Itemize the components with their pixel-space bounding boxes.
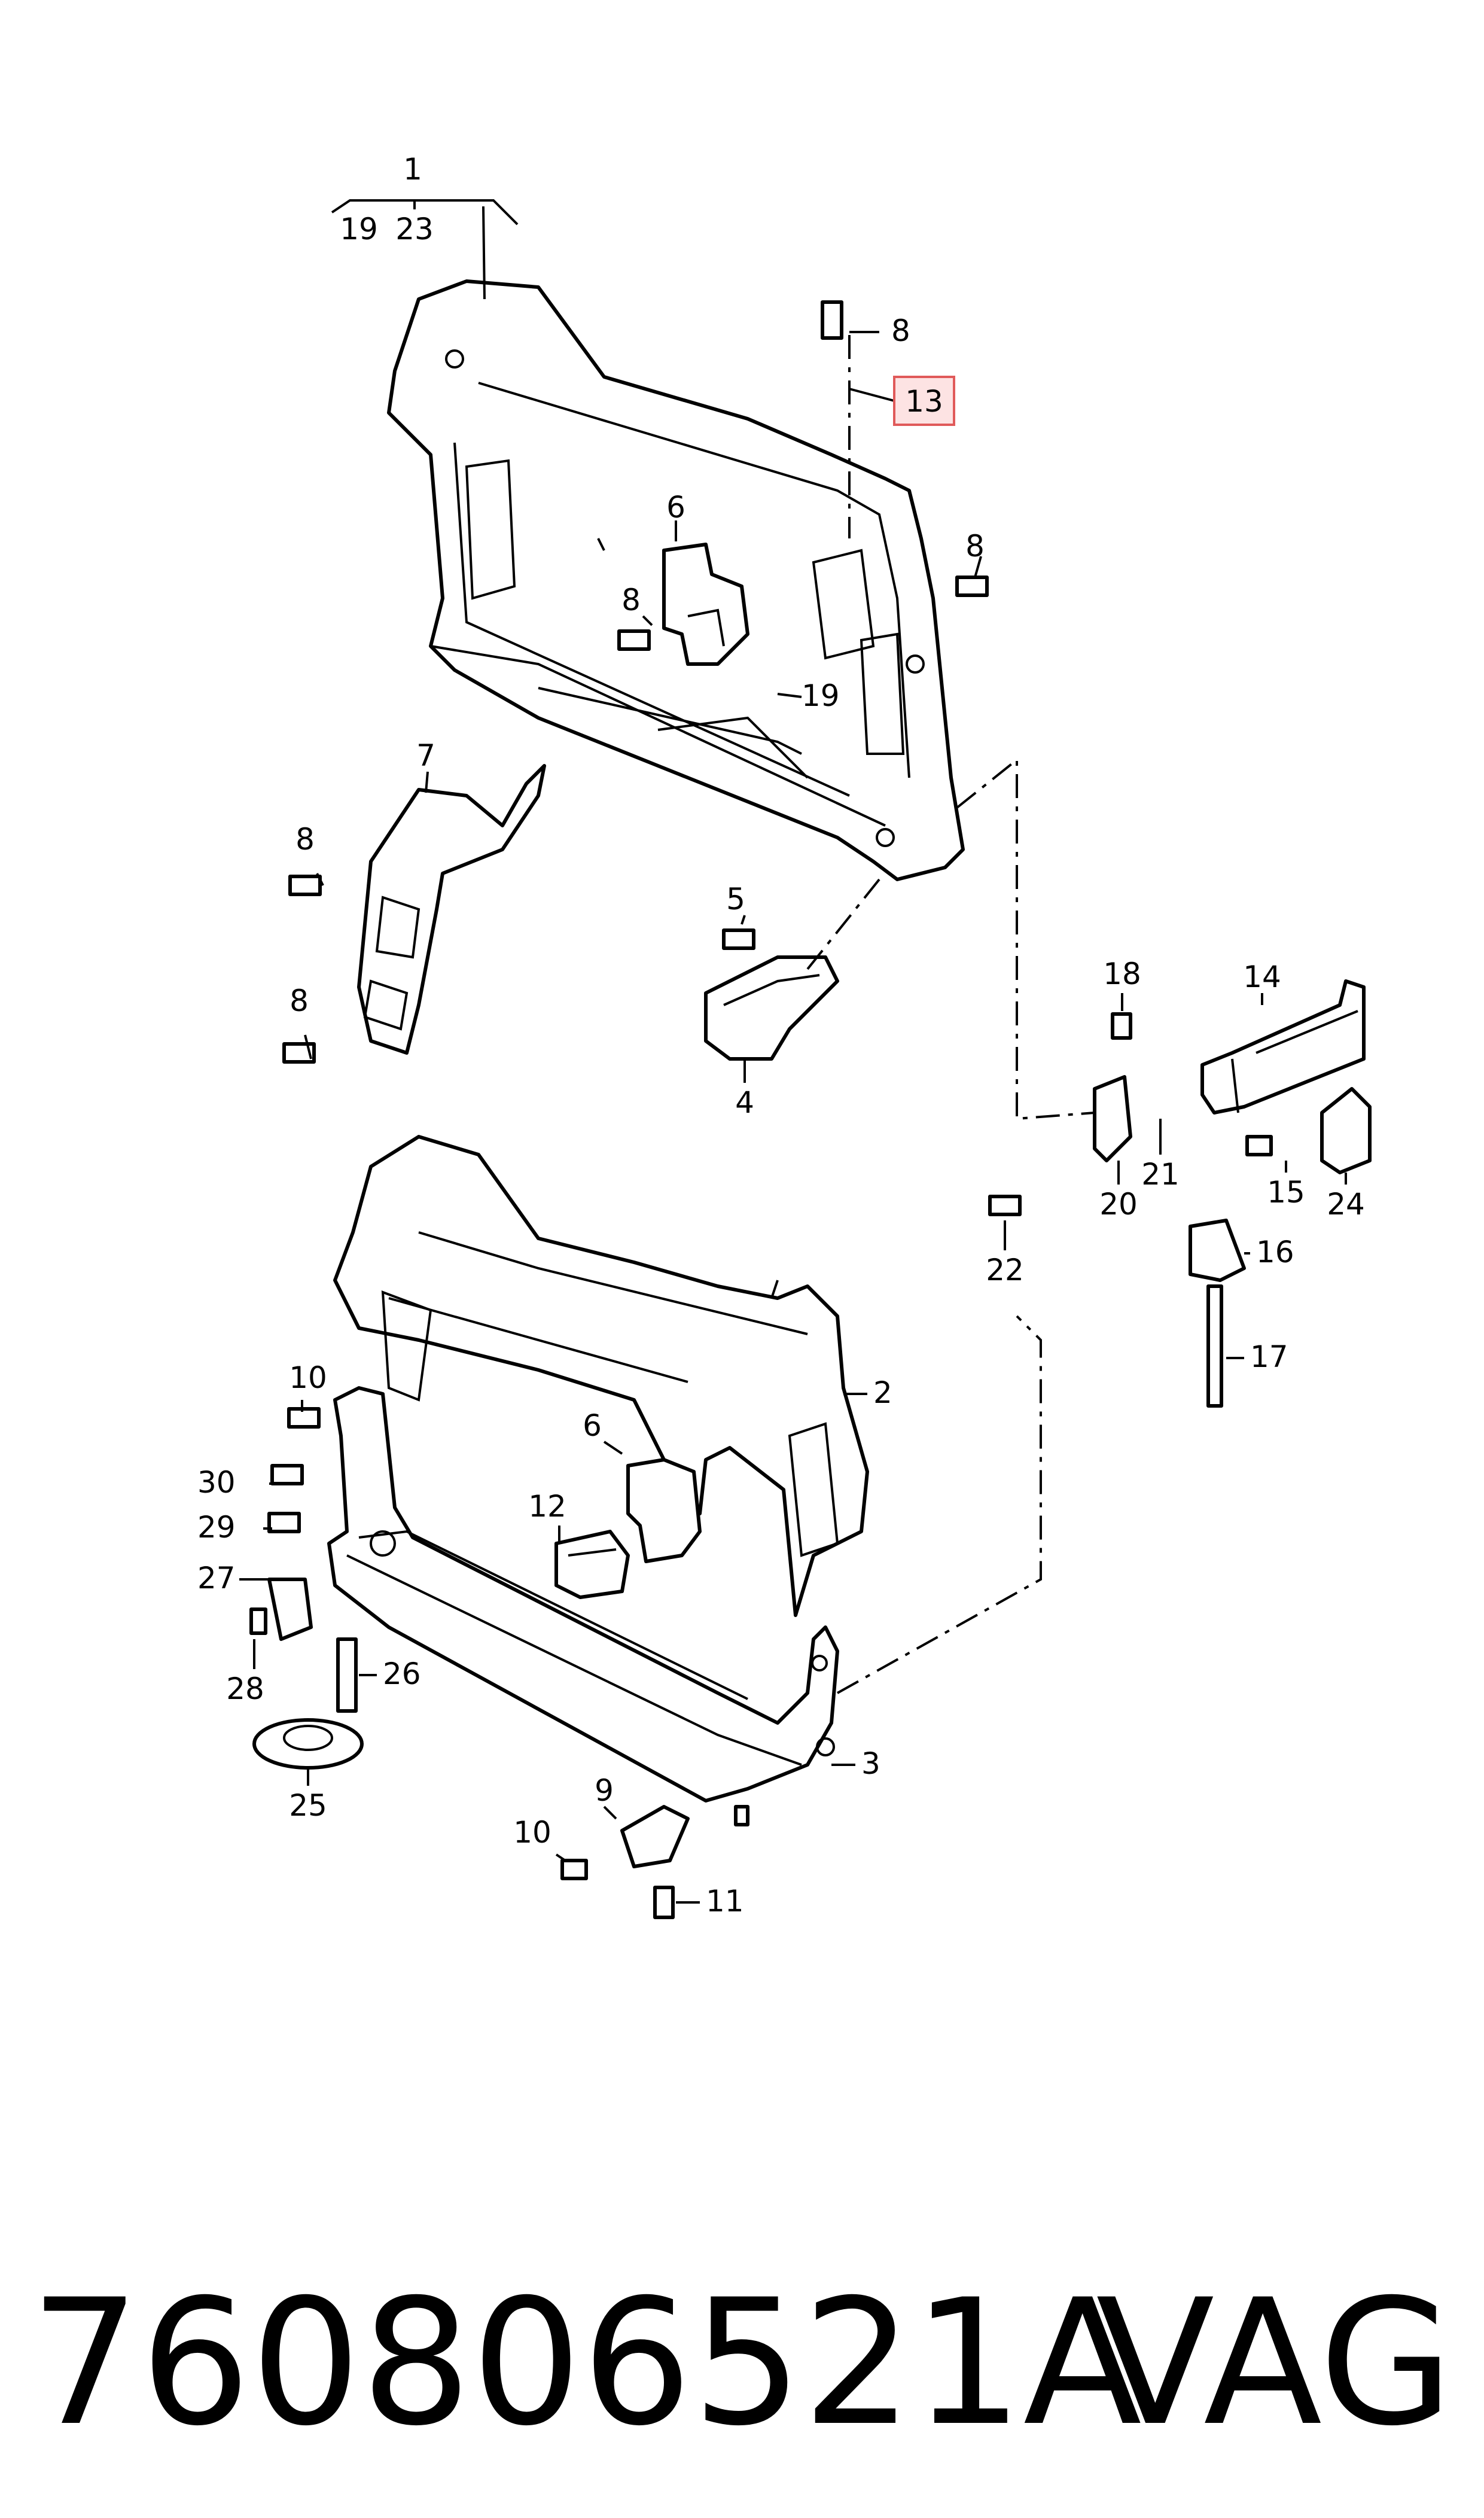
bracket-part-20: [1093, 1075, 1132, 1162]
callout-17: 17: [1250, 1339, 1288, 1374]
assembly-lines: [597, 335, 1095, 1694]
callout-28: 28: [226, 1671, 264, 1706]
callout-21: 21: [1141, 1157, 1180, 1192]
callouts: 1 19 23 8 13 8 6 8 19 7 8 8 5 4 18 14 21…: [197, 152, 1365, 1919]
callout-12: 12: [528, 1489, 566, 1524]
callout-8-top: 8: [891, 313, 910, 348]
callout-30: 30: [197, 1465, 236, 1500]
callout-27: 27: [197, 1561, 236, 1596]
callout-7: 7: [416, 738, 435, 773]
bracket-part-27: [267, 1578, 313, 1641]
crash-bar-part-14: [1200, 979, 1366, 1115]
callout-6-upper: 6: [666, 490, 685, 525]
callout-3: 3: [861, 1746, 880, 1781]
callout-8-side-bottom: 8: [290, 984, 309, 1018]
callout-18: 18: [1103, 957, 1141, 991]
part-number: 760806521A: [30, 2263, 1142, 2464]
bracket-part-9: [620, 1805, 690, 1868]
callout-2: 2: [873, 1375, 892, 1410]
callout-10-left: 10: [289, 1360, 327, 1395]
bracket-part-24: [1320, 1087, 1372, 1174]
callout-23: 23: [395, 212, 434, 246]
callout-15: 15: [1267, 1175, 1305, 1210]
brand-name: VAG: [1096, 2263, 1453, 2464]
callout-8-right: 8: [965, 529, 985, 564]
callout-29: 29: [197, 1510, 236, 1545]
bracket-part-16: [1189, 1219, 1246, 1282]
callout-22: 22: [986, 1253, 1024, 1287]
callout-13: 13: [905, 384, 943, 419]
callout-6-lower: 6: [583, 1408, 602, 1443]
callout-19-top: 19: [340, 212, 378, 246]
bracket-part-12: [554, 1530, 630, 1599]
callout-9: 9: [595, 1773, 614, 1808]
fasteners: [249, 300, 1273, 1919]
callout-10-bottom: 10: [513, 1815, 551, 1850]
callout-19-mid: 19: [802, 678, 840, 713]
callout-5: 5: [726, 882, 745, 917]
lower-crossmember-part-3: [327, 1386, 839, 1803]
bracket-part-4: [704, 955, 839, 1061]
side-member-part-7: [357, 764, 546, 1055]
rubber-mount-part-25: [252, 1718, 364, 1770]
callout-20: 20: [1099, 1187, 1138, 1222]
leader-lines: [239, 199, 1347, 1904]
bracket-part-6-upper: [662, 543, 749, 666]
highlight-box-13: [893, 376, 955, 426]
callout-4: 4: [735, 1085, 754, 1120]
callout-26: 26: [383, 1657, 421, 1691]
callout-16: 16: [1256, 1235, 1294, 1269]
callout-11: 11: [706, 1884, 744, 1919]
callout-24: 24: [1327, 1187, 1365, 1222]
callout-25: 25: [289, 1788, 327, 1823]
callout-14: 14: [1243, 960, 1281, 994]
lower-frame-part-2: [333, 1135, 869, 1617]
callout-8-side-top: 8: [295, 822, 315, 857]
callout-8-mid: 8: [621, 583, 641, 617]
callout-1: 1: [403, 152, 422, 187]
bracket-part-6-lower: [626, 1458, 702, 1563]
